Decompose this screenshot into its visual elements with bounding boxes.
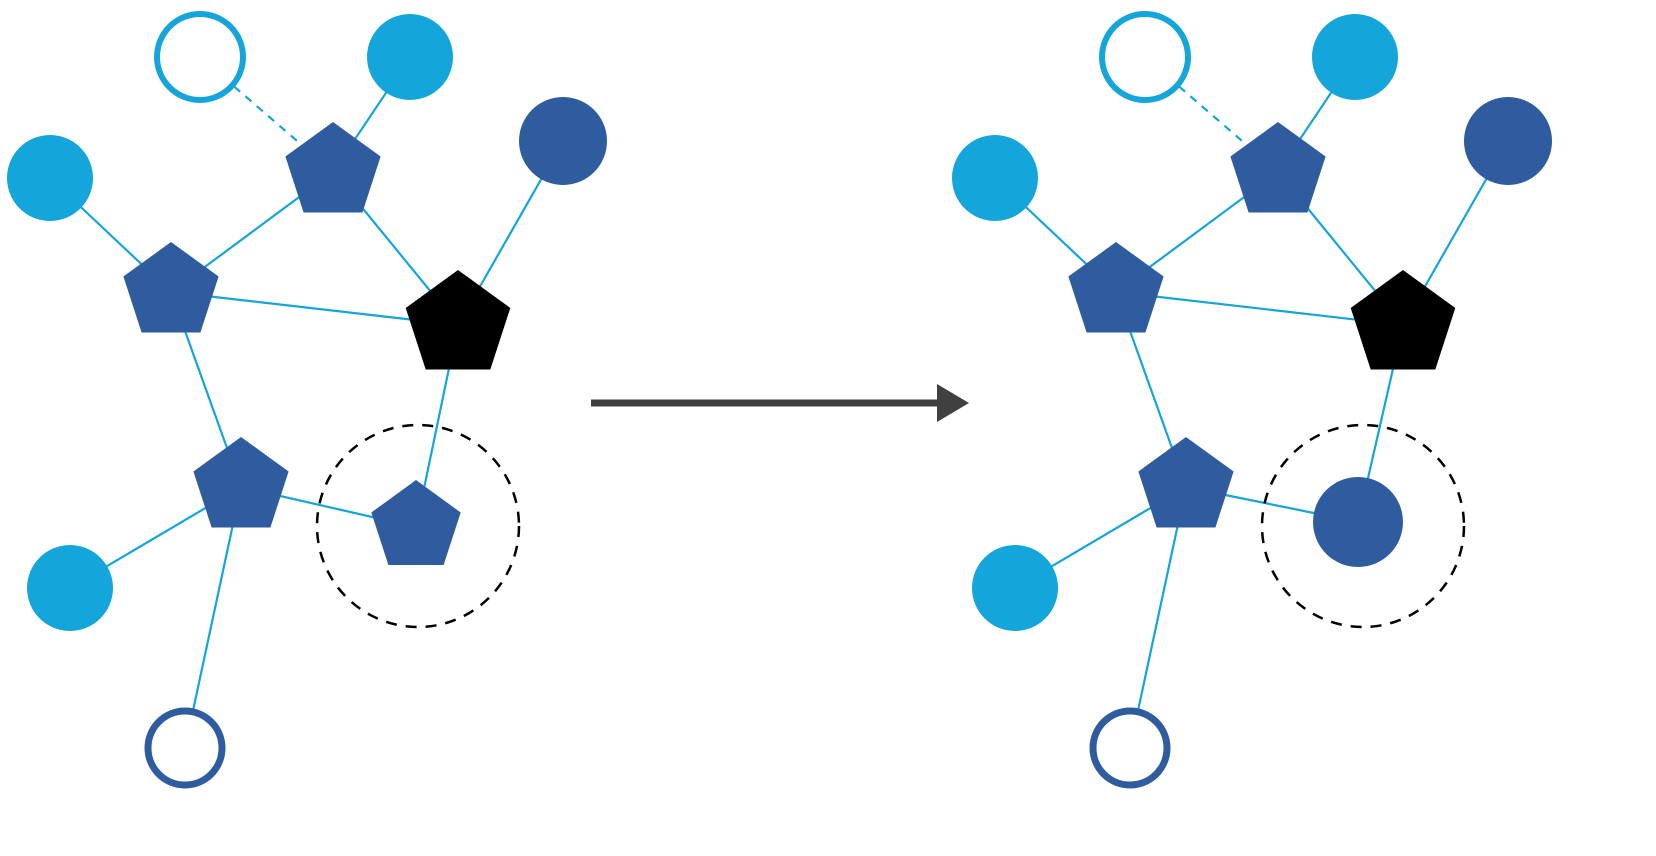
pentagon-bottom-left (193, 437, 289, 528)
transformation-arrow (591, 384, 969, 422)
edge-p4-c6 (183, 486, 243, 749)
open-dark-blue-circle (1089, 707, 1171, 789)
edge-p4-c6 (1128, 486, 1188, 749)
pentagon-top (285, 122, 381, 213)
dark-blue-circle-right (1464, 97, 1552, 185)
open-cyan-circle (1099, 11, 1191, 103)
pentagon-mid-left (1068, 242, 1164, 333)
cyan-circle-top (367, 14, 453, 100)
black-pentagon (1350, 270, 1456, 370)
cyan-circle-left (7, 135, 93, 221)
open-cyan-circle (154, 11, 246, 103)
arrow-head (937, 384, 969, 422)
open-dark-blue-circle (144, 707, 226, 789)
pentagon-bottom-left (1138, 437, 1234, 528)
highlighted-node-circle (1313, 477, 1403, 567)
cyan-circle-left (952, 135, 1038, 221)
black-pentagon (405, 270, 511, 370)
cyan-circle-bottom (972, 545, 1058, 631)
highlight-dashed-circle (315, 423, 521, 629)
graph-before (7, 11, 607, 789)
highlight-dashed-circle (1260, 423, 1466, 629)
cyan-circle-top (1312, 14, 1398, 100)
pentagon-top (1230, 122, 1326, 213)
cyan-circle-bottom (27, 545, 113, 631)
pentagon-mid-left (123, 242, 219, 333)
highlighted-node-pentagon (371, 480, 461, 565)
graph-after (952, 11, 1552, 789)
dark-blue-circle-right (519, 97, 607, 185)
